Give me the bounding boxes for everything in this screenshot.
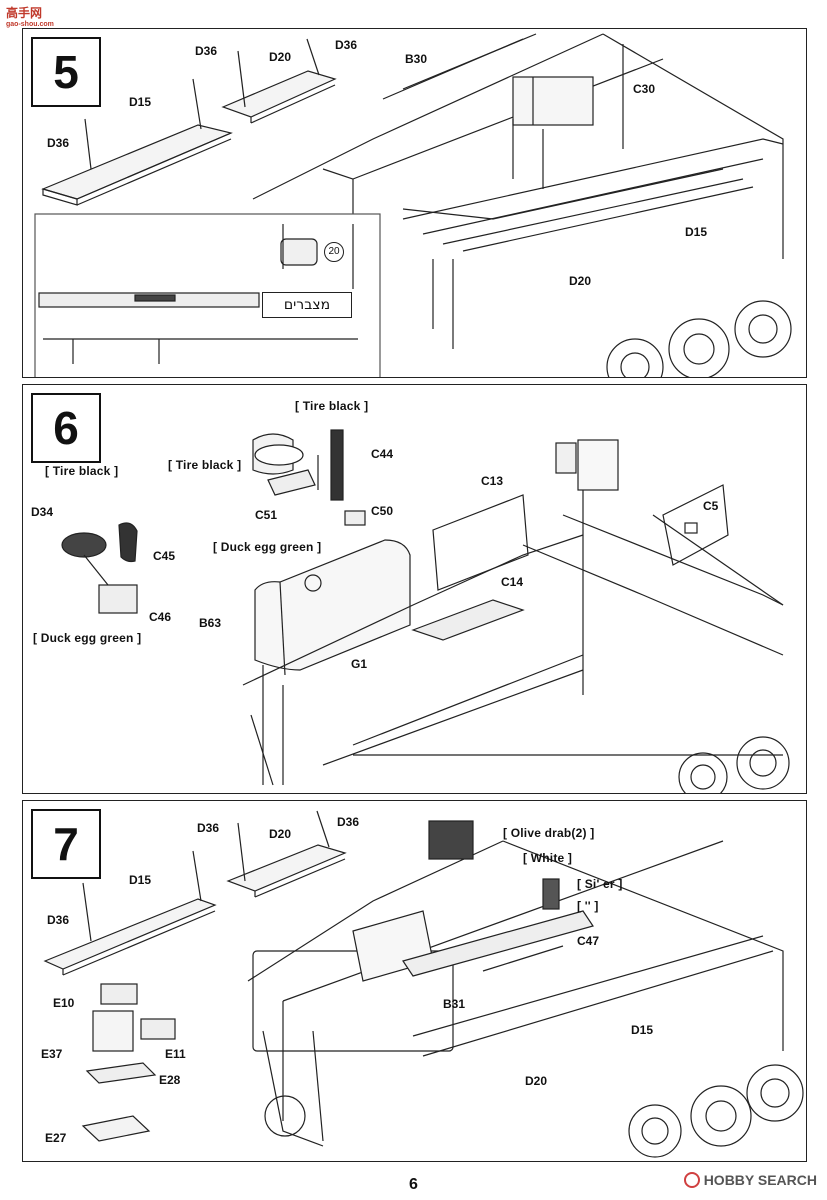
- note-silver: [ Si' er ]: [577, 877, 623, 891]
- step-5-panel: 5: [22, 28, 807, 378]
- label-d15-right: D15: [631, 1023, 654, 1037]
- label-e11: E11: [165, 1047, 186, 1061]
- label-c47: C47: [577, 934, 600, 948]
- watermark-text: HOBBY SEARCH: [703, 1172, 817, 1188]
- step-5-drawing: [34, 33, 792, 377]
- note-duck-egg-left: [ Duck egg green ]: [33, 631, 142, 645]
- step-6-number: 6: [31, 393, 101, 463]
- label-d15-left: D15: [129, 95, 152, 109]
- label-d36-top-left: D36: [197, 821, 220, 835]
- label-d36-top-right: D36: [335, 38, 358, 52]
- label-e37: E37: [41, 1047, 63, 1061]
- label-g1: G1: [351, 657, 368, 671]
- watermark: HOBBY SEARCH: [683, 1172, 817, 1188]
- label-d20-right: D20: [569, 274, 592, 288]
- label-c13: C13: [481, 474, 504, 488]
- step-7-drawing: [43, 810, 804, 1158]
- watermark-icon: [683, 1172, 700, 1188]
- label-d20-top: D20: [269, 50, 292, 64]
- step-7-panel: 7: [22, 800, 807, 1162]
- label-c14: C14: [501, 575, 524, 589]
- note-olive-drab: [ Olive drab(2) ]: [503, 826, 595, 840]
- step-6-drawing: [61, 429, 790, 793]
- label-d15-left: D15: [129, 873, 152, 887]
- label-b31: B31: [443, 997, 466, 1011]
- label-b63: B63: [199, 616, 222, 630]
- site-logo-text: 高手网: [6, 6, 43, 20]
- label-c30: C30: [633, 82, 656, 96]
- label-c5: C5: [703, 499, 719, 513]
- label-d20-top: D20: [269, 827, 292, 841]
- site-logo: 高手网 gao-shou.com: [6, 4, 54, 28]
- note-tire-black-top: [ Tire black ]: [295, 399, 369, 413]
- label-c45: C45: [153, 549, 176, 563]
- label-c44: C44: [371, 447, 394, 461]
- note-tire-black-left: [ Tire black ]: [45, 464, 119, 478]
- note-duck-egg-mid: [ Duck egg green ]: [213, 540, 322, 554]
- step-5-number: 5: [31, 37, 101, 107]
- label-d36-left: D36: [47, 136, 70, 150]
- label-e28: E28: [159, 1073, 181, 1087]
- step-7-number: 7: [31, 809, 101, 879]
- site-logo-sub: gao-shou.com: [6, 21, 54, 28]
- note-tire-black-mid: [ Tire black ]: [168, 458, 242, 472]
- inset-hebrew-label: מצברים: [262, 292, 352, 318]
- label-d20-right: D20: [525, 1074, 548, 1088]
- label-d15-right: D15: [685, 225, 708, 239]
- note-white: [ White ]: [523, 851, 573, 865]
- label-b30: B30: [405, 52, 428, 66]
- note-blank: [ '' ]: [577, 899, 599, 913]
- label-d36-left: D36: [47, 913, 70, 927]
- inset-number-circle: 20: [324, 242, 344, 262]
- label-d36-top-left: D36: [195, 44, 218, 58]
- label-e27: E27: [45, 1131, 67, 1145]
- label-c50: C50: [371, 504, 394, 518]
- label-d34: D34: [31, 505, 54, 519]
- label-e10: E10: [53, 996, 75, 1010]
- step-6-panel: 6: [22, 384, 807, 794]
- label-c46: C46: [149, 610, 172, 624]
- label-c51: C51: [255, 508, 278, 522]
- label-d36-top-right: D36: [337, 815, 360, 829]
- page-number: 6: [409, 1176, 418, 1193]
